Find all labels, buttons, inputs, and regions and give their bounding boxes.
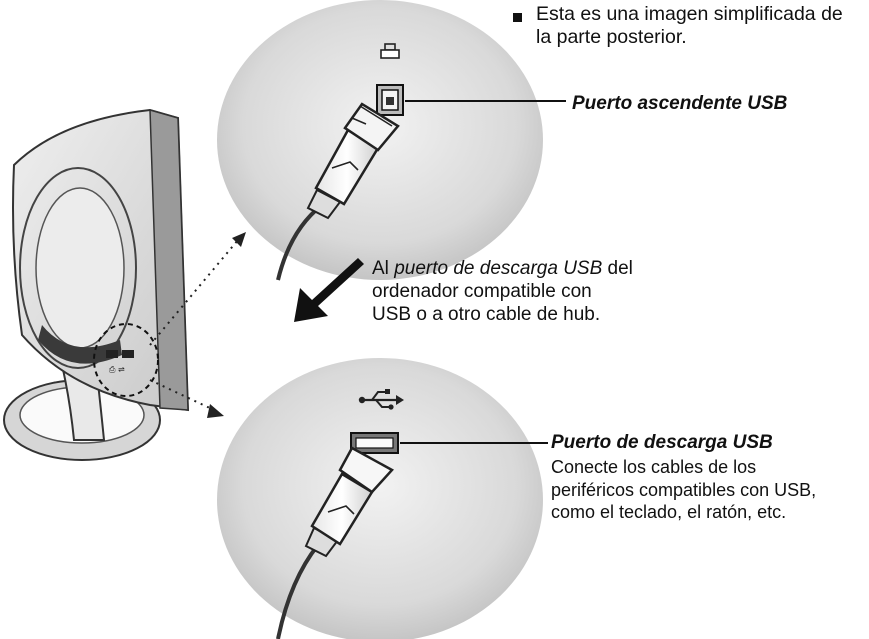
note-bullet (513, 13, 522, 22)
usb-b-plug-icon (276, 102, 400, 281)
downstream-port-description: Conecte los cables de los periféricos co… (551, 456, 866, 524)
upstream-port-label: Puerto ascendente USB (572, 93, 788, 114)
svg-text:⎙ ⇌: ⎙ ⇌ (109, 365, 125, 374)
direction-line-3: USB o a otro cable de hub. (372, 304, 601, 326)
upstream-disc (217, 0, 543, 281)
pointer-lines (149, 232, 246, 418)
note-line-1: Esta es una imagen simplificada de (536, 3, 843, 25)
usb-a-port-icon (350, 432, 399, 454)
desc-line-3: como el teclado, el ratón, etc. (551, 502, 787, 523)
downstream-disc (217, 358, 543, 639)
downstream-port-label: Puerto de descarga USB (551, 432, 773, 453)
usb-symbol-icon (358, 389, 404, 410)
connect-arrow-icon (294, 258, 364, 322)
note-line-2: la parte posterior. (536, 26, 687, 48)
connection-direction-text: Al puerto de descarga USB del ordenador … (372, 257, 672, 327)
desc-line-2: periféricos compatibles con USB, (551, 479, 817, 500)
direction-italic: puerto de descarga USB (394, 258, 603, 279)
printer-symbol-icon (380, 43, 400, 59)
simplified-image-note: Esta es una imagen simplificada de la pa… (536, 3, 866, 49)
direction-line-1: Al puerto de descarga USB del (372, 257, 672, 280)
direction-suffix: del (607, 258, 633, 279)
usb-b-port-icon (376, 84, 404, 116)
direction-prefix: Al (372, 258, 389, 279)
usb-a-plug-icon (276, 446, 394, 639)
desc-line-1: Conecte los cables de los (551, 457, 757, 477)
monitor-back-icon: ⎙ ⇌ (3, 108, 190, 461)
direction-line-2: ordenador compatible con (372, 281, 592, 303)
